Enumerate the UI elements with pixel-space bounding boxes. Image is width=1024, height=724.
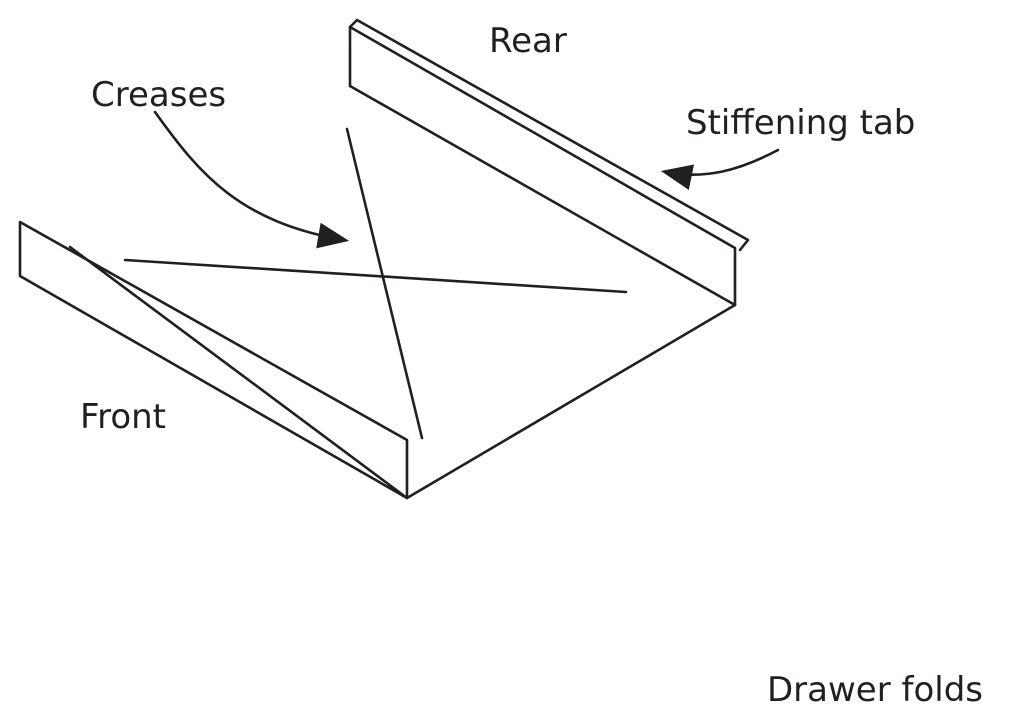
front-wall	[18, 220, 409, 500]
front-label: Front	[80, 397, 166, 437]
crease-line-diagonal	[345, 127, 424, 440]
stiffening-tab-arrow	[660, 148, 780, 190]
stiffening-tab	[348, 18, 750, 252]
rear-wall	[348, 25, 737, 307]
stiffening-tab-label: Stiffening tab	[686, 103, 916, 143]
base-panel	[68, 84, 737, 500]
crease-line-horizontal	[123, 258, 628, 294]
creases-arrow	[153, 110, 350, 249]
diagram-caption: Drawer folds	[767, 670, 984, 710]
rear-label: Rear	[489, 21, 567, 61]
creases-label: Creases	[91, 75, 227, 115]
